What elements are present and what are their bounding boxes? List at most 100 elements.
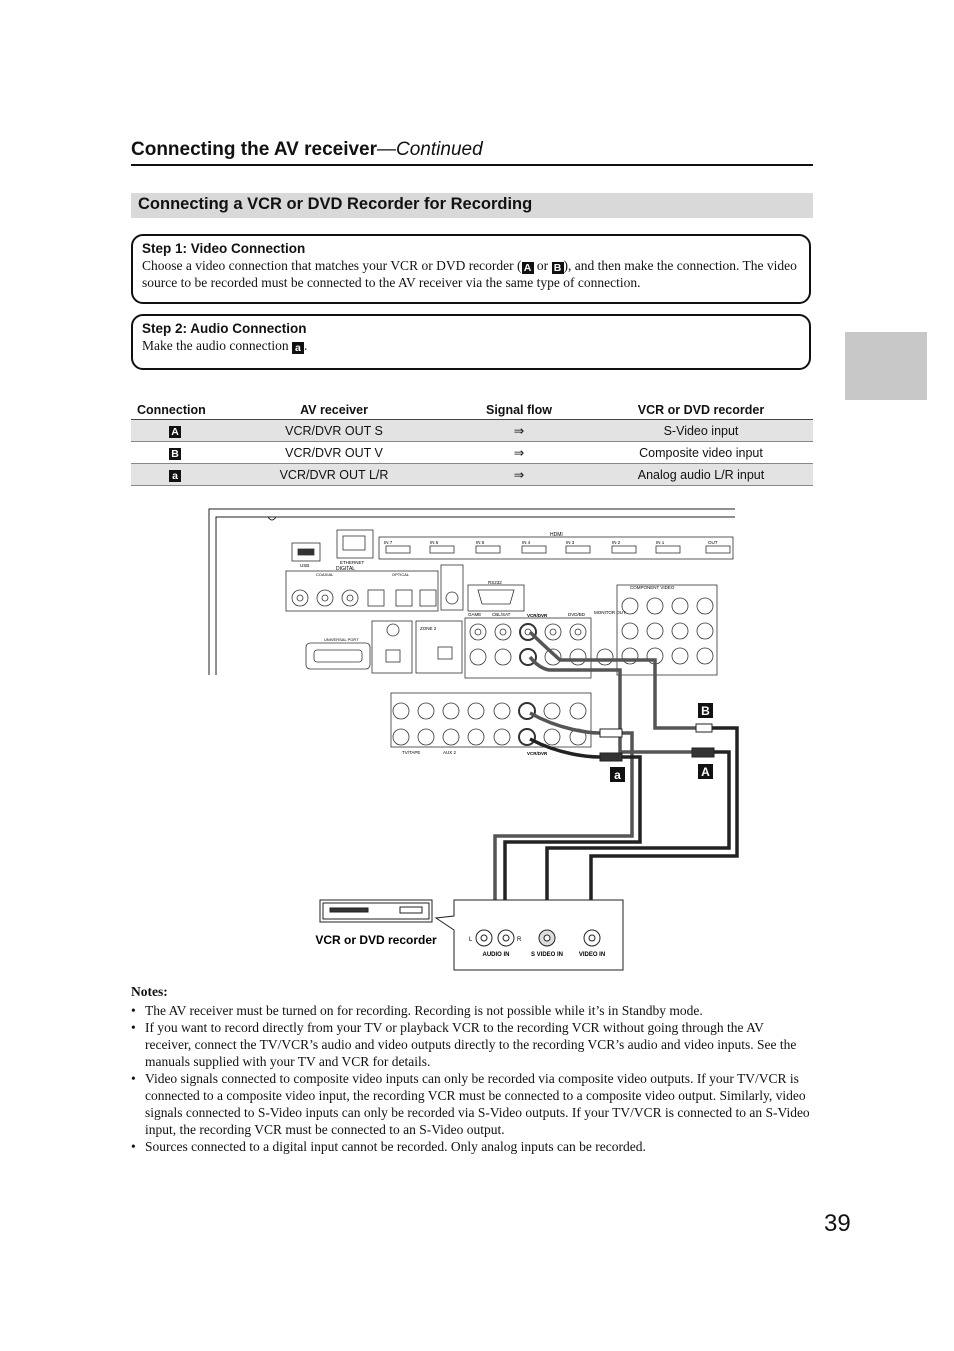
plugs [479, 723, 715, 931]
section-title: Connecting a VCR or DVD Recorder for Rec… [138, 195, 533, 213]
callout-a: a [610, 767, 625, 782]
row-badge-label: a [169, 470, 181, 482]
step1-text-b: ), and then make the connection. The vid… [142, 258, 797, 290]
table-row: B VCR/DVR OUT V ⇒ Composite video input [131, 441, 813, 464]
hdmi-in5-label: IN 5 [476, 540, 485, 545]
vcr-dvr-audio-label: VCR/DVR [527, 751, 548, 756]
running-header: Connecting the AV receiver—Continued [131, 139, 483, 161]
badge-a: a [291, 342, 304, 354]
ethernet-label: ETHERNET [340, 560, 365, 565]
row-receiver: VCR/DVR OUT L/R [219, 463, 449, 486]
row-badge: A [131, 419, 219, 442]
callout-B-text: B [701, 704, 710, 718]
table-row: a VCR/DVR OUT L/R ⇒ Analog audio L/R inp… [131, 463, 813, 486]
table-header-row: Connection AV receiver Signal flow VCR o… [131, 400, 813, 420]
header-title: Connecting the AV receiver [131, 139, 378, 160]
notes-list: The AV receiver must be turned on for re… [131, 1002, 813, 1155]
hdmi-in6-label: IN 6 [430, 540, 439, 545]
callout-A-text: A [701, 765, 710, 779]
cbl-sat-label: CBL/SAT [492, 612, 511, 617]
header-rule [131, 164, 813, 166]
step1-text-or: or [533, 258, 552, 273]
hdmi-in4-label: IN 4 [522, 540, 531, 545]
recorder-rear-panel [434, 899, 624, 971]
note-item: The AV receiver must be turned on for re… [131, 1002, 813, 1019]
step2-text-end: . [303, 338, 308, 353]
callout-a-text: a [614, 768, 621, 782]
step1-box: Step 1: Video Connection Choose a video … [131, 234, 811, 304]
tv-tape-label: TV/TAPE [402, 750, 420, 755]
usb-label: USB [300, 563, 309, 568]
hdmi-in2-label: IN 2 [612, 540, 621, 545]
row-receiver: VCR/DVR OUT S [219, 419, 449, 442]
badge-B: B [551, 262, 564, 274]
step2-box: Step 2: Audio Connection Make the audio … [131, 314, 811, 370]
header-continued: —Continued [377, 139, 483, 160]
step1-text-a: Choose a video connection that matches y… [142, 258, 522, 273]
hdmi-in1-label: IN 1 [656, 540, 665, 545]
recorder-label: VCR or DVD recorder [315, 933, 437, 947]
col-connection: Connection [131, 400, 219, 420]
audio-in-label: AUDIO IN [483, 952, 510, 958]
hdmi-row [378, 536, 734, 560]
step2-text: Make the audio connection [142, 338, 292, 353]
component-video [616, 584, 718, 676]
col-recorder: VCR or DVD recorder [589, 400, 813, 420]
rs232-label: RS232 [488, 580, 502, 585]
col-av-receiver: AV receiver [219, 400, 449, 420]
video-jacks [464, 617, 614, 679]
zone2-label: ZONE 2 [420, 626, 437, 631]
row-recorder: Analog audio L/R input [589, 463, 813, 486]
universal-port-label: UNIVERSAL PORT [324, 637, 359, 642]
notes-title: Notes: [131, 984, 168, 999]
row-badge: B [131, 441, 219, 464]
table-row: A VCR/DVR OUT S ⇒ S-Video input [131, 419, 813, 442]
notes: Notes: The AV receiver must be turned on… [131, 983, 813, 1155]
col-signal-flow: Signal flow [449, 400, 589, 420]
row-recorder: Composite video input [589, 441, 813, 464]
hdmi-label: HDMI [550, 532, 563, 538]
recorder-device [319, 899, 433, 923]
callout-B: B [698, 703, 713, 718]
side-tab [845, 332, 927, 400]
badge-A: A [521, 262, 534, 274]
row-receiver: VCR/DVR OUT V [219, 441, 449, 464]
video-in-label: VIDEO IN [579, 952, 605, 958]
row-flow-arrow: ⇒ [449, 419, 589, 442]
section-bar: Connecting a VCR or DVD Recorder for Rec… [131, 193, 813, 218]
rs232-port [467, 584, 525, 612]
hdmi-out-label: OUT [708, 540, 718, 545]
optical-label: OPTICAL [392, 572, 410, 577]
hdmi-in7-label: IN 7 [384, 540, 393, 545]
universal-port [305, 620, 463, 674]
svideo-in-label: S VIDEO IN [531, 952, 563, 958]
callout-A: A [698, 764, 713, 779]
dvd-bd-label: DVD/BD [568, 612, 586, 617]
receiver-rear-panel [208, 508, 735, 675]
usb-ethernet [291, 529, 374, 562]
row-flow-arrow: ⇒ [449, 441, 589, 464]
page-number: 39 [824, 1210, 851, 1237]
coaxial-label: COAXIAL [316, 572, 334, 577]
connection-table: Connection AV receiver Signal flow VCR o… [131, 400, 813, 486]
cables [493, 630, 739, 910]
jack-R-label: R [517, 937, 522, 943]
row-badge-label: B [169, 448, 181, 460]
game-label: GAME [468, 612, 481, 617]
note-item: Video signals connected to composite vid… [131, 1070, 813, 1138]
note-item: If you want to record directly from your… [131, 1019, 813, 1070]
note-item: Sources connected to a digital input can… [131, 1138, 813, 1155]
row-badge-label: A [169, 426, 181, 438]
step2-title: Step 2: Audio Connection [142, 321, 307, 336]
jack-L-label: L [469, 937, 473, 943]
step1-title: Step 1: Video Connection [142, 241, 306, 256]
row-badge: a [131, 463, 219, 486]
hdmi-in3-label: IN 3 [566, 540, 575, 545]
digital-inputs [285, 564, 464, 612]
aux2-label: AUX 2 [443, 750, 457, 755]
row-recorder: S-Video input [589, 419, 813, 442]
monitor-out-label: MONITOR OUT [594, 610, 626, 615]
component-video-label: COMPONENT VIDEO [630, 585, 675, 590]
digital-label: DIGITAL [336, 566, 355, 572]
